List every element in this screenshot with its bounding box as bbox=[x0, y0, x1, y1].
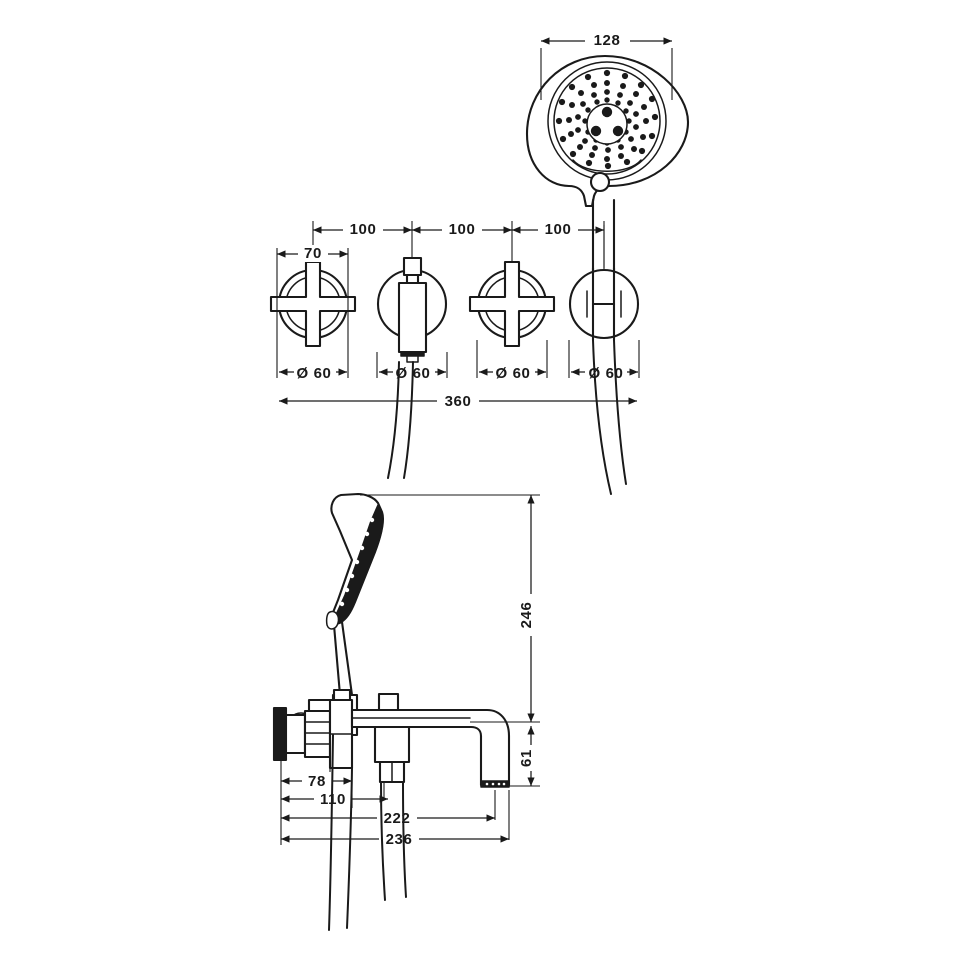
dim-label-222: 222 bbox=[384, 810, 411, 827]
dimension-236-group: 236 bbox=[281, 830, 509, 848]
hose-bottom-strand-c bbox=[380, 781, 386, 901]
hose-bottom-strand-d bbox=[402, 781, 407, 898]
dim-label-100-a: 100 bbox=[350, 221, 377, 238]
dim-label-dia60-3: Ø 60 bbox=[496, 365, 531, 382]
escutcheon-3-cross-handle-shape bbox=[468, 260, 556, 348]
handshower-face-nozzles bbox=[339, 517, 375, 607]
spout-escutcheon bbox=[284, 713, 307, 755]
escutcheon-2-diverter bbox=[376, 256, 448, 363]
hose-group-top-view bbox=[387, 339, 627, 495]
dimension-dia60-4-group: Ø 60 bbox=[571, 363, 638, 382]
dimension-110-group: 110 bbox=[281, 790, 388, 808]
spout-connector-ribs bbox=[304, 721, 331, 745]
dimension-dia60-1-group: Ø 60 bbox=[279, 363, 347, 382]
handshower-head-front bbox=[525, 54, 690, 208]
dim-label-dia60-1: Ø 60 bbox=[297, 365, 332, 382]
spout-riser-cap bbox=[332, 688, 352, 702]
dim-label-128: 128 bbox=[594, 32, 621, 49]
dimension-dia60-3-group: Ø 60 bbox=[479, 363, 546, 382]
escutcheon-2-base-band bbox=[400, 351, 425, 357]
hose-right-strand-a bbox=[592, 339, 612, 495]
dim-label-61: 61 bbox=[518, 749, 535, 767]
spout-assembly-side bbox=[272, 688, 511, 788]
dim-label-100-b: 100 bbox=[449, 221, 476, 238]
spout-aerator-dots bbox=[485, 782, 506, 786]
spout-connector-block bbox=[303, 709, 332, 759]
escutcheon-2-outlet bbox=[406, 355, 419, 363]
dimension-100-c-group: 100 bbox=[512, 221, 604, 238]
escutcheon-4-holder bbox=[568, 266, 640, 342]
dimension-100-a-group: 100 bbox=[313, 221, 412, 238]
showerhead-mode-button bbox=[589, 171, 611, 193]
hose-left-strand-a bbox=[387, 361, 400, 479]
dimension-360-group: 360 bbox=[279, 392, 637, 410]
dimension-222-group: 222 bbox=[281, 809, 495, 827]
diverter-knob bbox=[377, 692, 400, 712]
showerhead-nozzle-pattern bbox=[555, 69, 659, 170]
escutcheon-1-cross-handle-shape bbox=[269, 260, 357, 348]
hose-connector-body bbox=[373, 725, 411, 764]
showerhead-face-ring-inner bbox=[553, 67, 661, 175]
handshower-side-view bbox=[325, 492, 385, 697]
dim-128-text-bg bbox=[585, 31, 630, 49]
handshower-side-handle bbox=[332, 620, 354, 697]
hose-right-strand-b bbox=[613, 339, 627, 485]
dim-label-236: 236 bbox=[386, 831, 413, 848]
escutcheon-4-side-slots bbox=[586, 290, 622, 318]
dim-label-100-c: 100 bbox=[545, 221, 572, 238]
wall-flange bbox=[272, 706, 288, 762]
escutcheon-1-cross-handle bbox=[269, 260, 357, 348]
escutcheon-3-cross-handle bbox=[468, 260, 556, 348]
dimension-128-group: 128 bbox=[540, 31, 673, 100]
dimension-100-b-group: 100 bbox=[412, 221, 512, 238]
hose-left-strand-b bbox=[403, 361, 414, 479]
dim-label-246: 246 bbox=[518, 602, 535, 629]
hose-bottom-strand-b bbox=[346, 767, 353, 929]
hose-bottom-strand-a bbox=[328, 734, 334, 931]
spout-aerator bbox=[480, 780, 510, 788]
hose-group-bottom-view bbox=[328, 734, 407, 931]
escutcheon-2-top-cap bbox=[402, 256, 423, 277]
dim-label-78: 78 bbox=[308, 773, 326, 790]
showerhead-lower-arc bbox=[572, 159, 642, 172]
dim-label-360: 360 bbox=[445, 393, 472, 410]
showerhead-center-jets bbox=[590, 106, 624, 137]
escutcheon-2-body bbox=[397, 281, 428, 354]
handshower-side-button bbox=[325, 610, 340, 630]
dimension-78-group: 78 bbox=[281, 772, 352, 790]
dimension-70-group: 70 bbox=[277, 245, 348, 262]
dim-label-70: 70 bbox=[304, 245, 322, 262]
dimension-246-group: 246 bbox=[360, 494, 540, 723]
escutcheon-2-neck bbox=[405, 273, 420, 285]
dimension-61-group: 61 bbox=[509, 726, 540, 787]
